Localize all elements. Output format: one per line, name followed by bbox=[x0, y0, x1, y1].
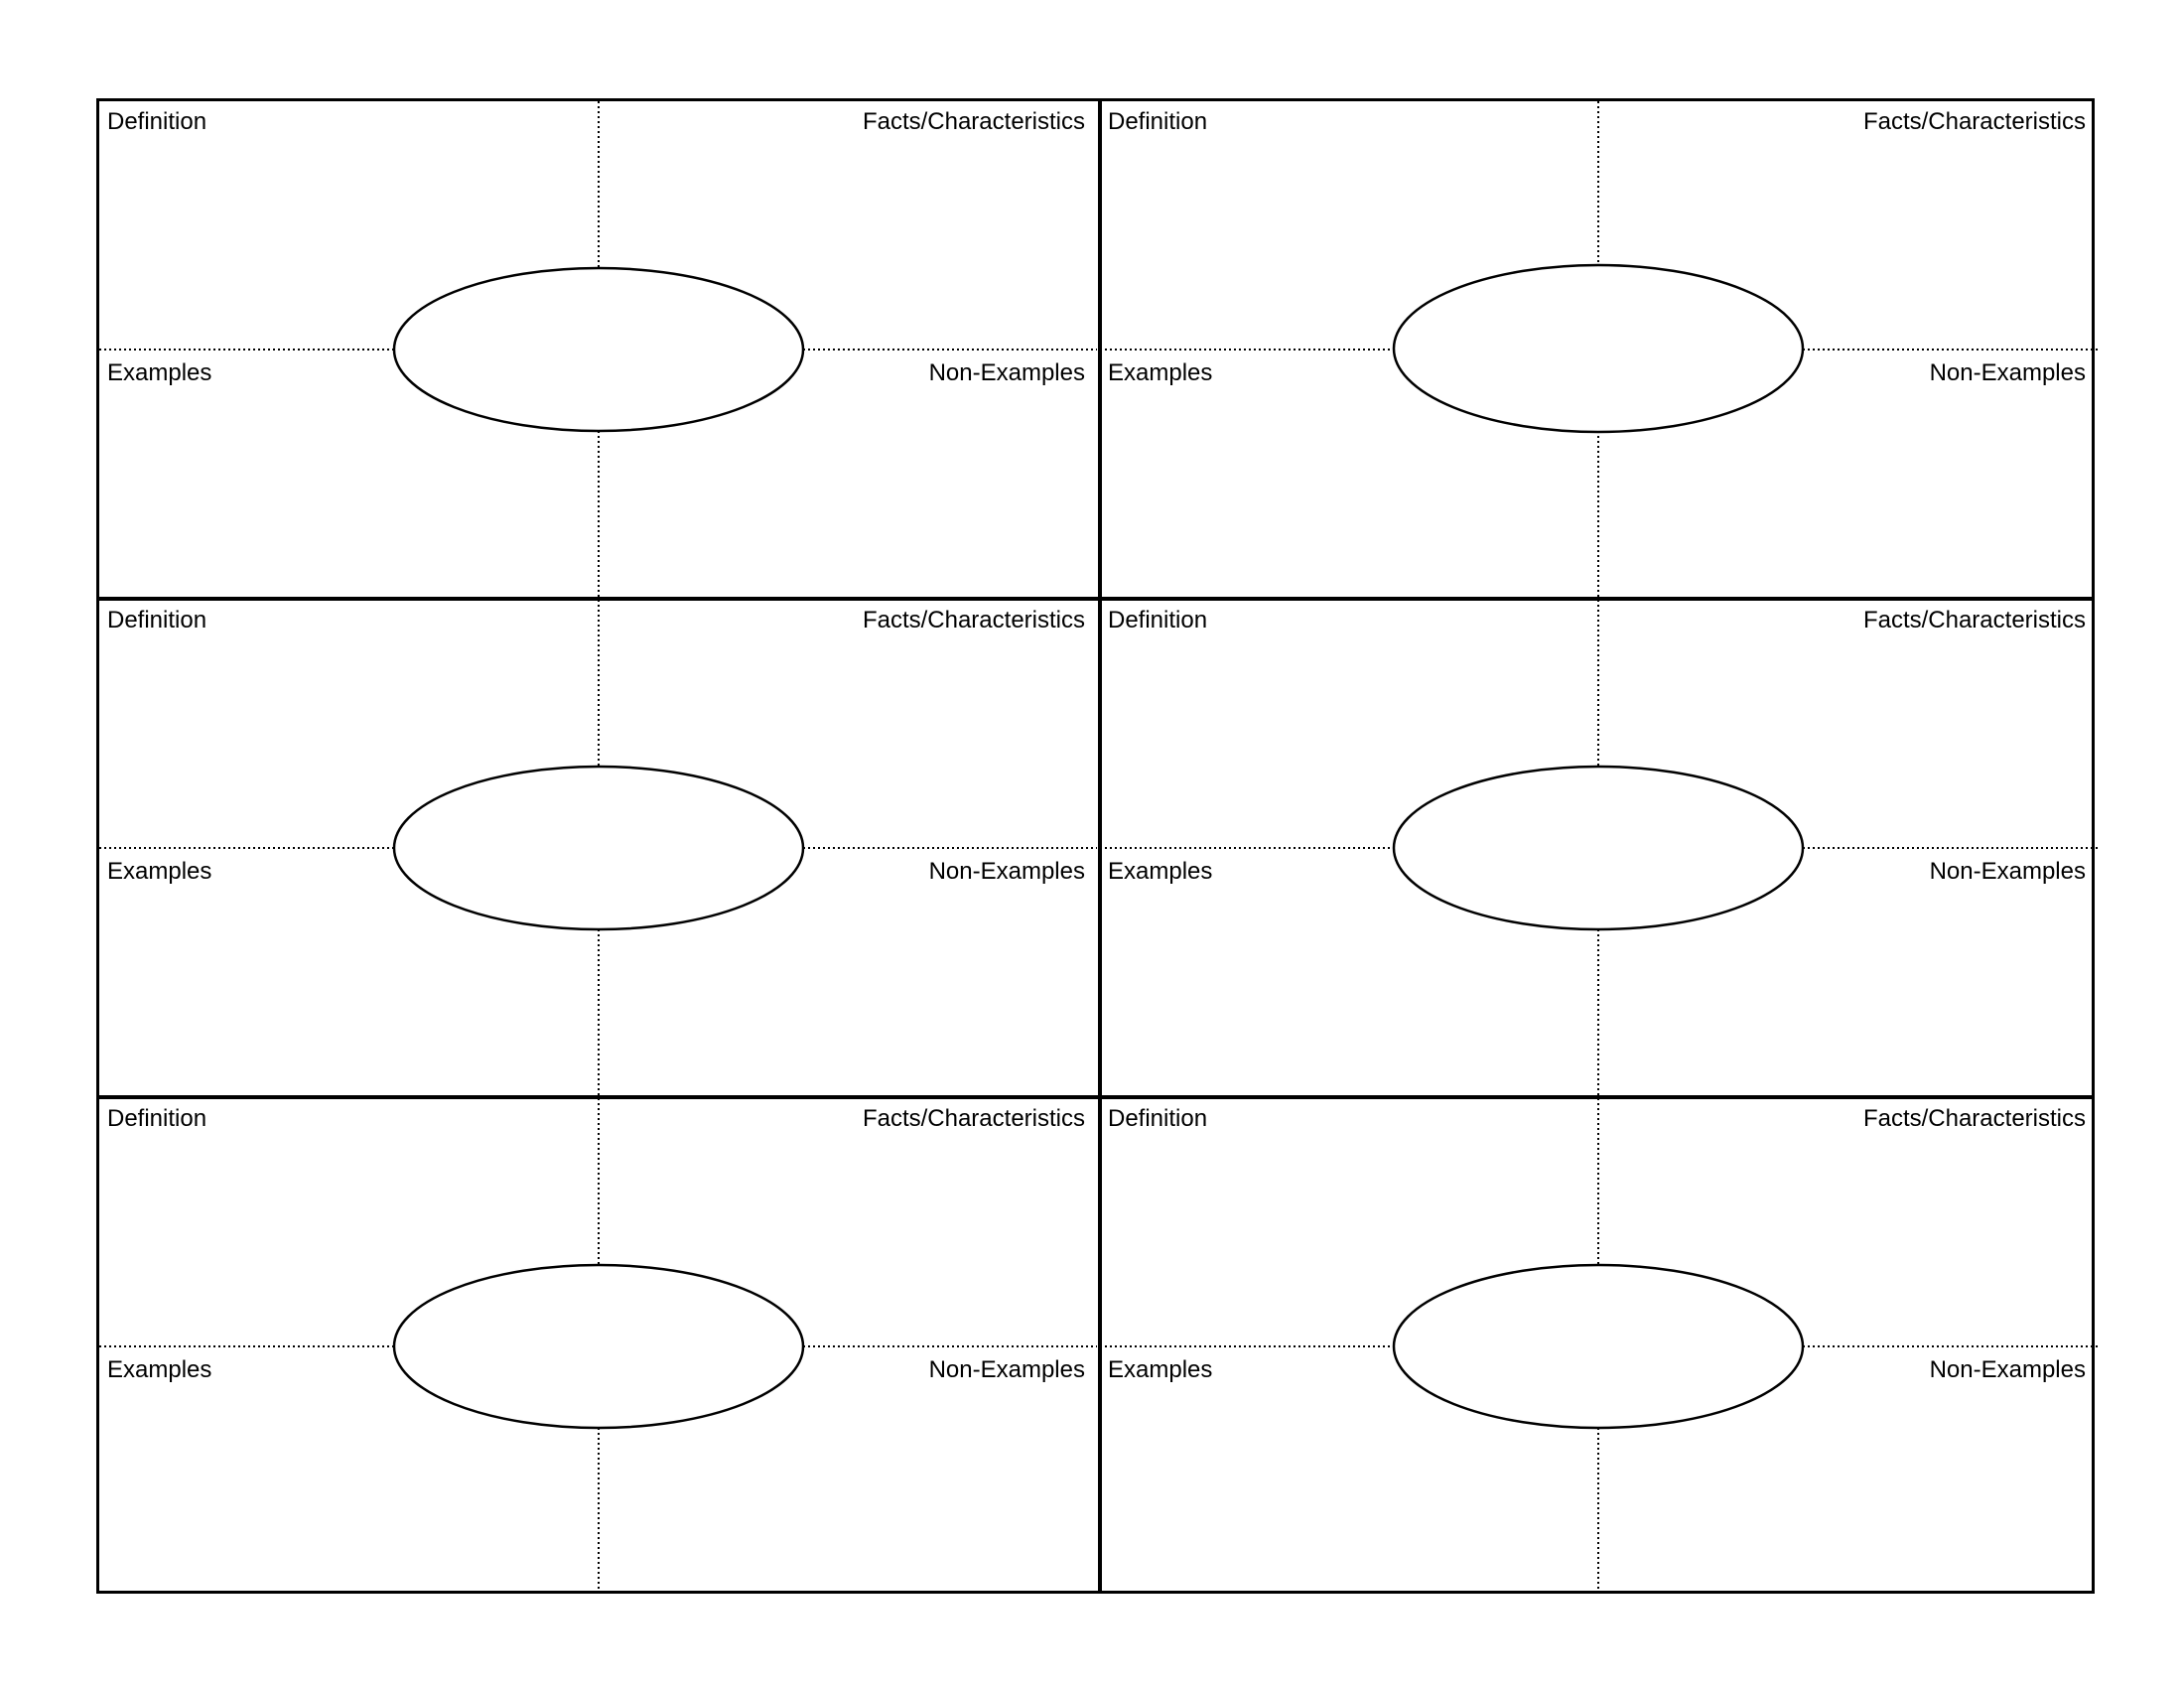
facts-characteristics-label: Facts/Characteristics bbox=[1862, 607, 2086, 633]
facts-characteristics-label: Facts/Characteristics bbox=[862, 1105, 1085, 1132]
definition-label: Definition bbox=[107, 108, 207, 135]
non-examples-label: Non-Examples bbox=[1929, 858, 2086, 885]
center-term-oval[interactable] bbox=[1392, 765, 1805, 931]
non-examples-label: Non-Examples bbox=[928, 1356, 1085, 1383]
center-term-oval[interactable] bbox=[392, 1263, 805, 1430]
frayer-card-6: Definition Facts/Characteristics Example… bbox=[1100, 1098, 2098, 1595]
examples-label: Examples bbox=[107, 1356, 212, 1383]
center-term-oval[interactable] bbox=[392, 765, 805, 931]
examples-label: Examples bbox=[1108, 359, 1213, 386]
examples-label: Examples bbox=[107, 359, 212, 386]
frayer-card-2: Definition Facts/Characteristics Example… bbox=[1100, 101, 2098, 598]
frayer-card-4: Definition Facts/Characteristics Example… bbox=[1100, 600, 2098, 1096]
column-divider bbox=[1098, 101, 1102, 1591]
definition-label: Definition bbox=[107, 1105, 207, 1132]
non-examples-label: Non-Examples bbox=[928, 359, 1085, 386]
examples-label: Examples bbox=[1108, 1356, 1213, 1383]
frayer-diagram-4 bbox=[1100, 600, 2098, 1096]
facts-characteristics-label: Facts/Characteristics bbox=[1862, 108, 2086, 135]
row-divider-1 bbox=[99, 597, 2092, 601]
non-examples-label: Non-Examples bbox=[1929, 359, 2086, 386]
frayer-diagram-2 bbox=[1100, 101, 2098, 598]
definition-label: Definition bbox=[1108, 108, 1208, 135]
non-examples-label: Non-Examples bbox=[1929, 1356, 2086, 1383]
frayer-diagram-5 bbox=[99, 1098, 1097, 1595]
frayer-diagram-1 bbox=[99, 101, 1097, 598]
facts-characteristics-label: Facts/Characteristics bbox=[862, 607, 1085, 633]
frayer-card-5: Definition Facts/Characteristics Example… bbox=[99, 1098, 1097, 1595]
non-examples-label: Non-Examples bbox=[928, 858, 1085, 885]
definition-label: Definition bbox=[107, 607, 207, 633]
frayer-card-1: Definition Facts/Characteristics Example… bbox=[99, 101, 1097, 598]
frayer-card-3: Definition Facts/Characteristics Example… bbox=[99, 600, 1097, 1096]
center-term-oval[interactable] bbox=[392, 266, 805, 433]
facts-characteristics-label: Facts/Characteristics bbox=[1862, 1105, 2086, 1132]
center-term-oval[interactable] bbox=[1392, 263, 1805, 434]
row-divider-2 bbox=[99, 1095, 2092, 1099]
facts-characteristics-label: Facts/Characteristics bbox=[862, 108, 1085, 135]
frayer-diagram-3 bbox=[99, 600, 1097, 1096]
frayer-model-sheet: Definition Facts/Characteristics Example… bbox=[96, 98, 2098, 1595]
definition-label: Definition bbox=[1108, 607, 1208, 633]
frayer-diagram-6 bbox=[1100, 1098, 2098, 1595]
definition-label: Definition bbox=[1108, 1105, 1208, 1132]
examples-label: Examples bbox=[107, 858, 212, 885]
center-term-oval[interactable] bbox=[1392, 1263, 1805, 1430]
examples-label: Examples bbox=[1108, 858, 1213, 885]
